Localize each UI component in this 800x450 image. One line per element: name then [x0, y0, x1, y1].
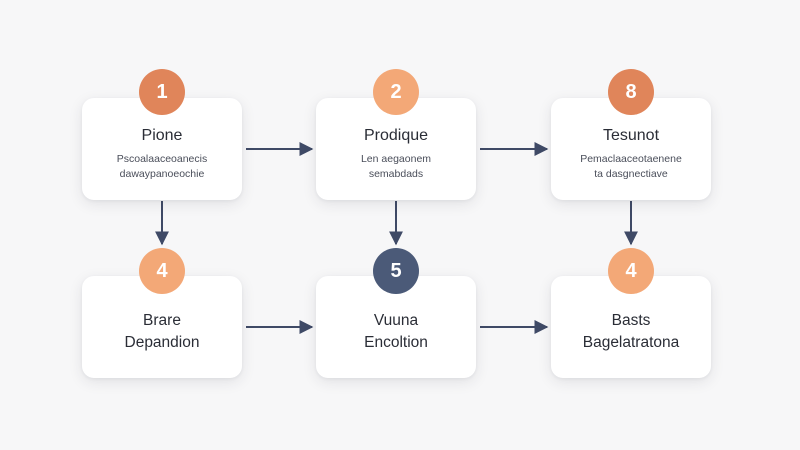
step-subtitle: Bagelatratona — [582, 334, 680, 351]
step-number-badge: 4 — [608, 248, 654, 294]
step-description: Pscoalaaceoanecis dawaypanoeochie — [117, 152, 207, 182]
step-title: Brare — [143, 312, 181, 329]
step-description-line: Pscoalaaceoanecis — [116, 153, 208, 165]
step-number-badge: 1 — [139, 69, 185, 115]
step-description-line: dawaypanoeochie — [119, 168, 205, 180]
step-description-line: Len aegaonem — [360, 153, 432, 165]
step-description: Pemaclaaceotaenene ta dasgnectiave — [580, 152, 682, 182]
step-title: Prodique — [363, 127, 429, 144]
step-description: Len aegaonem semabdads — [361, 152, 431, 182]
step-card-1: Pione Pscoalaaceoanecis dawaypanoeochie — [82, 98, 242, 200]
step-title: Tesunot — [602, 127, 660, 144]
step-title: Basts — [611, 312, 651, 329]
step-card-5: Vuuna Encoltion — [316, 276, 476, 378]
step-subtitle: Depandion — [124, 334, 200, 351]
step-number-badge: 2 — [373, 69, 419, 115]
step-description-line: Pemaclaaceotaenene — [580, 153, 682, 165]
step-title: Pione — [141, 127, 183, 144]
step-number-badge: 5 — [373, 248, 419, 294]
step-description-line: semabdads — [368, 168, 424, 180]
step-number-badge: 4 — [139, 248, 185, 294]
step-title: Vuuna — [373, 312, 419, 329]
step-card-2: Prodique Len aegaonem semabdads — [316, 98, 476, 200]
step-subtitle: Encoltion — [364, 334, 428, 351]
step-card-3: Tesunot Pemaclaaceotaenene ta dasgnectia… — [551, 98, 711, 200]
step-number-badge: 8 — [608, 69, 654, 115]
step-description-line: ta dasgnectiave — [594, 168, 668, 180]
